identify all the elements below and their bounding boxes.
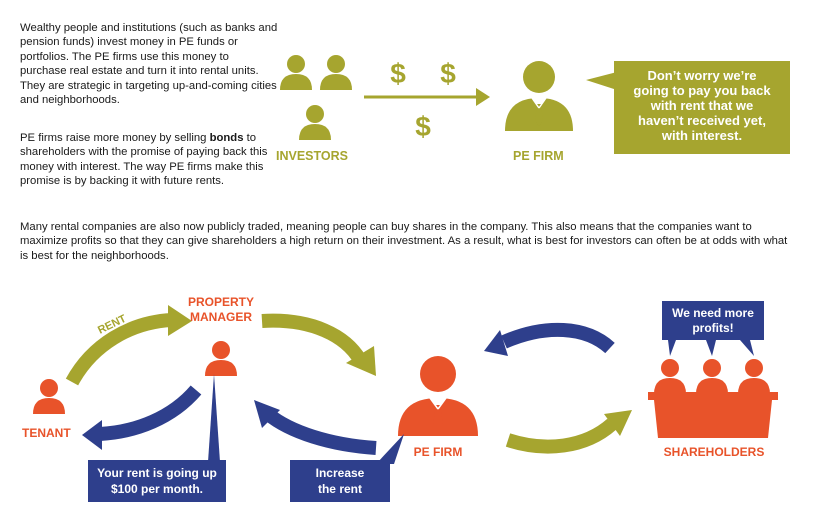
rent-payment-arrow-icon <box>65 305 192 386</box>
speech-bubble-line: Increase <box>316 466 365 480</box>
speech-bubble-line: the rent <box>318 482 362 496</box>
bonds-emphasis: bonds <box>209 132 244 144</box>
pe-firm-label-top: PE FIRM <box>513 149 564 163</box>
property-manager-label: MANAGER <box>190 310 252 324</box>
pe-firm-businessman-icon <box>505 61 573 131</box>
rent-increase-order-arrow-icon <box>254 400 377 455</box>
speech-bubble-line: with rent that we <box>650 98 754 113</box>
investors-group-icon <box>280 55 352 140</box>
shareholder-person-icon <box>696 359 728 394</box>
investor-person-icon <box>299 105 331 140</box>
intro-paragraph-1: Wealthy people and institutions (such as… <box>20 22 278 107</box>
bond-payment-arrow-icon <box>505 410 632 454</box>
intro-paragraph-2-end: to shareholders with the promise of payi… <box>20 132 268 188</box>
investor-person-icon <box>280 55 312 90</box>
shareholders-label: SHAREHOLDERS <box>664 445 765 459</box>
property-manager-label: PROPERTY <box>188 295 254 309</box>
intro-paragraph-2-start: PE firms raise more money by selling <box>20 132 210 144</box>
shareholder-person-icon <box>654 359 686 394</box>
dollar-icon: $ <box>390 58 406 89</box>
shareholder-person-icon <box>738 359 770 394</box>
speech-bubble-line: profits! <box>692 321 733 335</box>
speech-bubble-line: haven’t received yet, <box>638 113 766 128</box>
rent-transfer-arrow-icon <box>261 313 376 376</box>
investor-person-icon <box>320 55 352 90</box>
intro-paragraph-2: PE firms raise more money by selling bon… <box>20 131 278 189</box>
profit-demand-arrow-icon <box>484 322 615 356</box>
shareholders-group-icon <box>648 359 778 438</box>
speech-bubble-line: $100 per month. <box>111 482 203 496</box>
tenant-label: TENANT <box>22 426 71 440</box>
speech-bubble-line: We need more <box>672 306 754 320</box>
dollar-icon: $ <box>440 58 456 89</box>
investor-promise-speech-bubble: Don’t worry we’re going to pay you back … <box>586 61 790 154</box>
pe-firm-label-bottom: PE FIRM <box>414 445 463 459</box>
rent-notice-speech-bubble: Your rent is going up $100 per month. <box>88 374 226 502</box>
increase-rent-speech-bubble: Increase the rent <box>290 434 404 502</box>
pe-firm-businessman-icon <box>398 356 478 436</box>
dollar-icon: $ <box>415 111 431 142</box>
property-manager-person-icon <box>205 341 237 376</box>
profits-speech-bubble: We need more profits! <box>662 301 764 356</box>
investors-label: INVESTORS <box>276 149 348 163</box>
rent-notice-arrow-icon <box>82 385 202 450</box>
intro-paragraph-3: Many rental companies are also now publi… <box>20 221 788 262</box>
tenant-person-icon <box>33 379 65 414</box>
speech-bubble-line: Your rent is going up <box>97 466 217 480</box>
speech-bubble-line: Don’t worry we’re <box>647 68 756 83</box>
investment-arrow-icon <box>364 88 490 106</box>
speech-bubble-line: going to pay you back <box>633 83 771 98</box>
speech-bubble-line: with interest. <box>661 128 742 143</box>
